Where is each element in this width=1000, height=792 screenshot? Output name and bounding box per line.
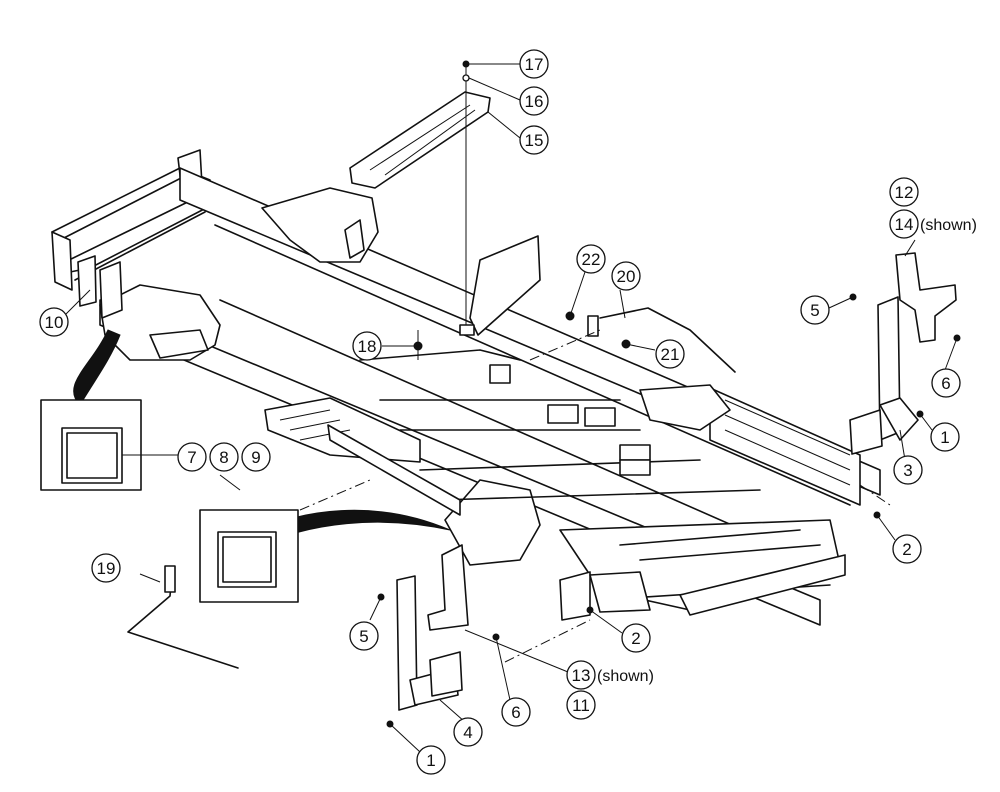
callout-number: 5	[359, 627, 368, 646]
callout-22: 22	[576, 244, 606, 274]
callout-1-left: 1	[416, 745, 446, 775]
detail-view-upper	[40, 329, 180, 491]
callout-19: 19	[91, 553, 121, 583]
callout-number: 18	[358, 337, 377, 356]
callout-number: 19	[97, 559, 116, 578]
callout-number: 17	[525, 55, 544, 74]
callout-5-right: 5	[800, 295, 830, 325]
callout-3: 3	[893, 455, 923, 485]
callout-number: 14	[895, 215, 914, 234]
callout-number: 3	[903, 461, 912, 480]
callout-15: 15	[519, 125, 549, 155]
callout-2-right: 2	[892, 534, 922, 564]
callout-number: 4	[463, 723, 472, 742]
callout-number: 15	[525, 131, 544, 150]
callouts: 17 16 15 12 14 (shown) 22 20 21 18 10 5 …	[39, 49, 977, 775]
callout-number: 20	[617, 267, 636, 286]
side-shield	[469, 235, 541, 336]
callout-number: 8	[219, 448, 228, 467]
callout-20: 20	[611, 261, 641, 291]
callout-13: 13	[566, 660, 596, 690]
callout-21: 21	[655, 339, 685, 369]
callout-leaders	[64, 63, 958, 753]
callout-16: 16	[519, 86, 549, 116]
callout-2-left: 2	[621, 623, 651, 653]
bracket-4	[396, 575, 463, 711]
detail-view-lower	[199, 509, 451, 603]
callout-6-right: 6	[931, 368, 961, 398]
shown-note-14: (shown)	[920, 217, 977, 234]
callout-6-left: 6	[501, 697, 531, 727]
callout-5-left: 5	[349, 621, 379, 651]
callout-10: 10	[39, 307, 69, 337]
callout-number: 6	[511, 703, 520, 722]
callout-number: 9	[251, 448, 260, 467]
callout-7: 7	[177, 442, 207, 472]
callout-number: 2	[631, 629, 640, 648]
leader-lines	[299, 329, 891, 663]
callout-8: 8	[209, 442, 239, 472]
main-frame	[51, 149, 881, 626]
callout-number: 1	[940, 428, 949, 447]
callout-number: 1	[426, 751, 435, 770]
callout-14: 14	[889, 209, 919, 239]
callout-4: 4	[453, 717, 483, 747]
callout-17: 17	[519, 49, 549, 79]
callout-number: 21	[661, 345, 680, 364]
callout-1-right: 1	[930, 422, 960, 452]
callout-number: 6	[941, 374, 950, 393]
callout-18: 18	[352, 331, 382, 361]
callout-number: 2	[902, 540, 911, 559]
callout-11: 11	[566, 690, 596, 720]
bracket-3	[849, 296, 919, 455]
center-hardware	[413, 60, 475, 360]
callout-number: 10	[45, 313, 64, 332]
callout-number: 5	[810, 301, 819, 320]
callout-number: 16	[525, 92, 544, 111]
callout-number: 11	[572, 696, 590, 715]
callout-number: 22	[582, 250, 601, 269]
step-plate-15	[349, 91, 491, 189]
shown-note-13: (shown)	[597, 668, 654, 685]
callout-number: 13	[572, 666, 591, 685]
callout-number: 12	[895, 183, 914, 202]
callout-number: 7	[187, 448, 196, 467]
bracket-13	[427, 544, 469, 631]
callout-12: 12	[889, 177, 919, 207]
rod-19	[127, 565, 239, 669]
callout-9: 9	[241, 442, 271, 472]
bracket-14	[895, 252, 957, 343]
